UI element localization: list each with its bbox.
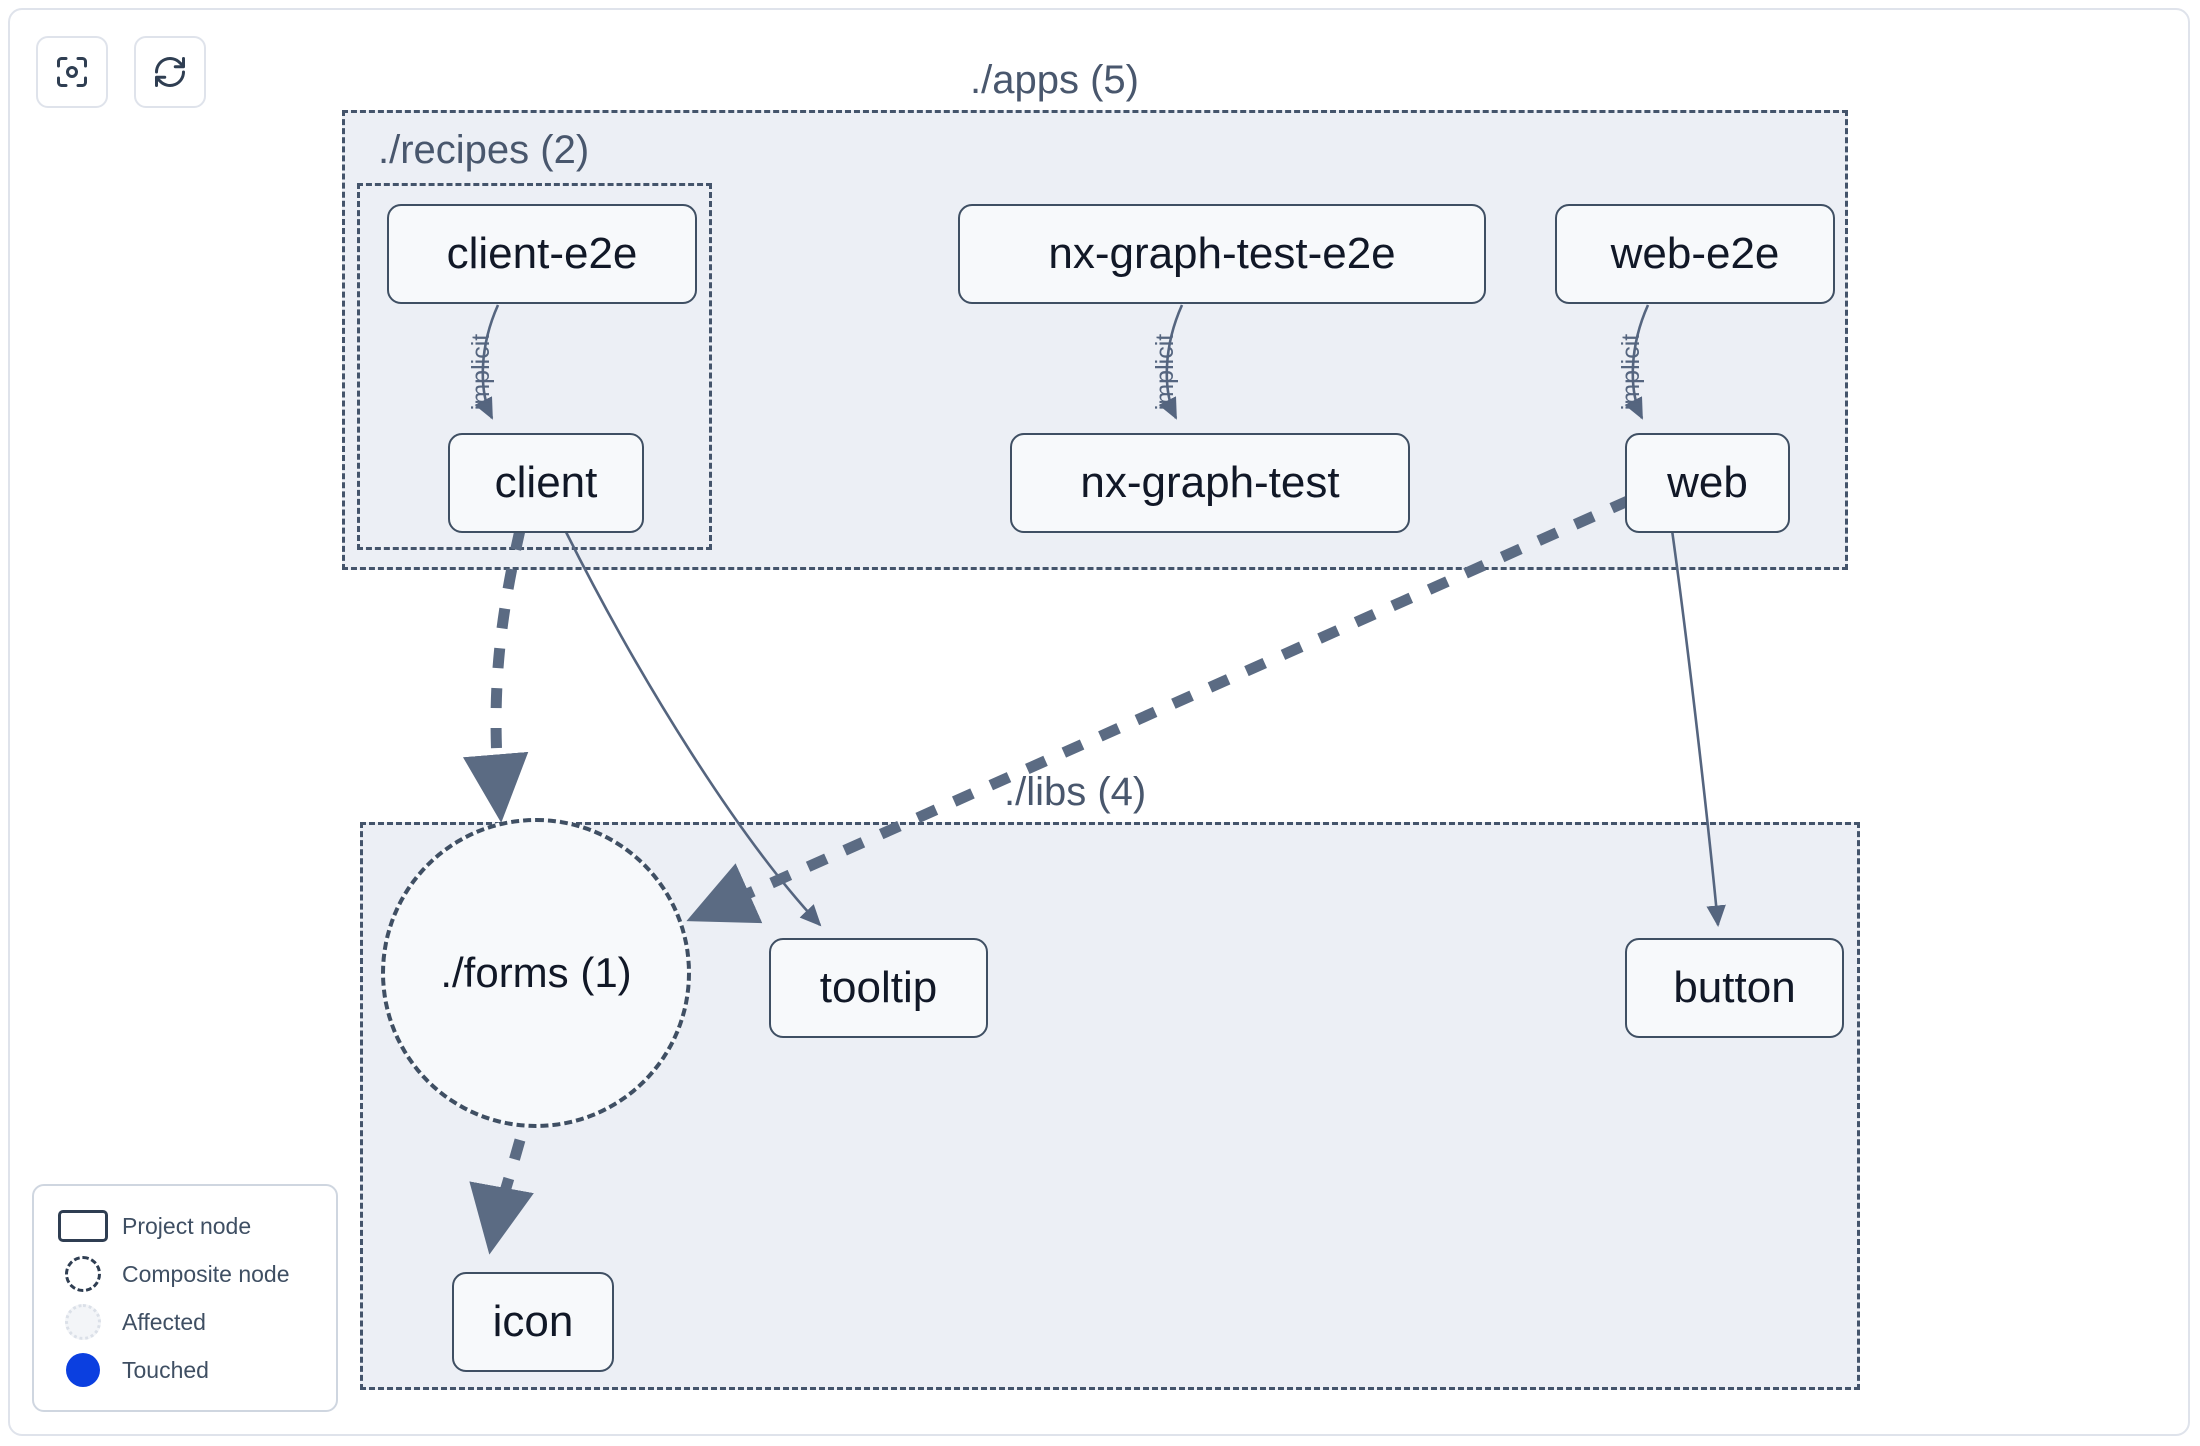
graph-legend: Project node Composite node Affected Tou… <box>32 1184 338 1412</box>
legend-label-composite-node: Composite node <box>122 1260 290 1287</box>
touched-icon <box>52 1353 114 1387</box>
focus-graph-button[interactable] <box>36 36 108 108</box>
legend-label-affected: Affected <box>122 1308 206 1335</box>
graph-node-web-e2e[interactable]: web-e2e <box>1555 204 1835 304</box>
graph-node-client[interactable]: client <box>448 433 644 533</box>
graph-node-icon[interactable]: icon <box>452 1272 614 1372</box>
refresh-icon <box>152 54 188 90</box>
group-label-recipes: ./recipes (2) <box>378 128 590 172</box>
composite-node-icon <box>52 1256 114 1292</box>
affected-icon <box>52 1304 114 1340</box>
legend-item-project-node: Project node <box>52 1202 318 1250</box>
refresh-graph-button[interactable] <box>134 36 206 108</box>
focus-target-icon <box>54 54 90 90</box>
group-label-libs: ./libs (4) <box>1004 770 1147 814</box>
project-node-icon <box>52 1210 114 1242</box>
graph-node-button[interactable]: button <box>1625 938 1844 1038</box>
graph-node-nx-graph-test[interactable]: nx-graph-test <box>1010 433 1410 533</box>
graph-node-tooltip[interactable]: tooltip <box>769 938 988 1038</box>
graph-node-forms[interactable]: ./forms (1) <box>381 818 691 1128</box>
graph-toolbar <box>36 36 206 108</box>
legend-item-affected: Affected <box>52 1298 318 1346</box>
legend-label-project-node: Project node <box>122 1212 252 1239</box>
legend-item-touched: Touched <box>52 1346 318 1394</box>
graph-node-client-e2e[interactable]: client-e2e <box>387 204 697 304</box>
group-label-apps: ./apps (5) <box>970 58 1139 102</box>
graph-node-nx-graph-test-e2e[interactable]: nx-graph-test-e2e <box>958 204 1486 304</box>
edge-client-forms <box>462 528 529 823</box>
graph-node-web[interactable]: web <box>1625 433 1790 533</box>
legend-item-composite-node: Composite node <box>52 1250 318 1298</box>
legend-label-touched: Touched <box>122 1356 209 1383</box>
